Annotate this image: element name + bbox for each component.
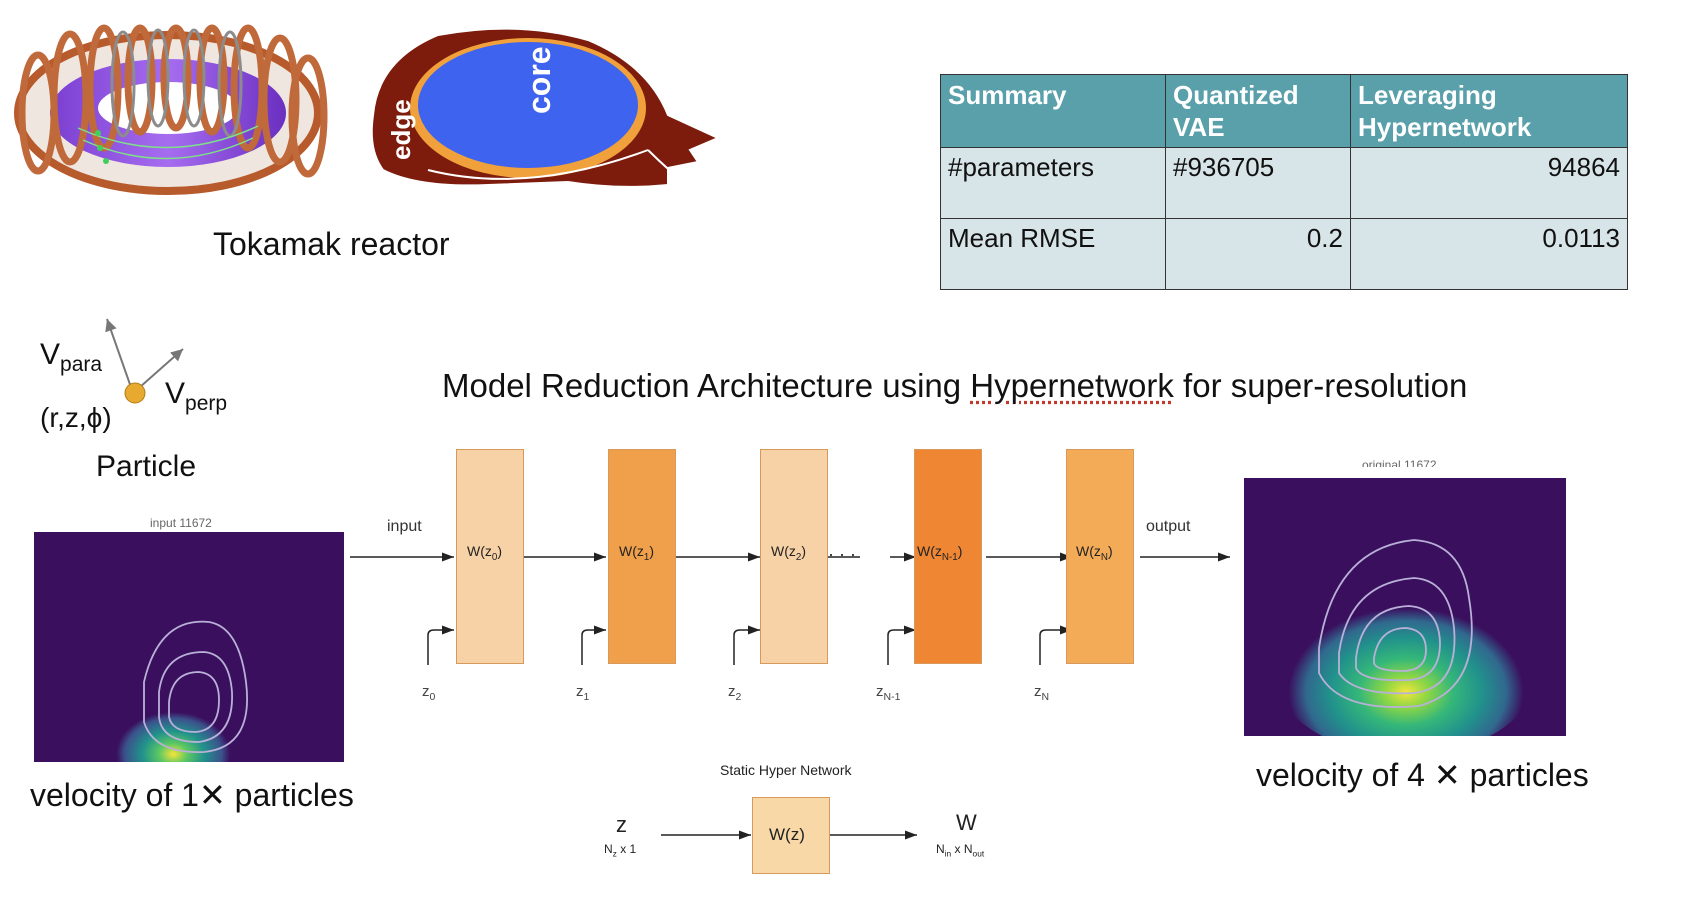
table-header-hypernetwork: Leveraging Hypernetwork xyxy=(1350,74,1628,148)
output-caption: velocity of 4 ✕ particles xyxy=(1256,757,1589,793)
table-cell: 94864 xyxy=(1350,147,1628,219)
static-hyper-arrows xyxy=(661,830,917,840)
input-label: input xyxy=(387,518,422,535)
tokamak-torus-illustration xyxy=(14,24,328,195)
v-para-label: Vpara xyxy=(40,338,103,376)
table-cell: 0.0113 xyxy=(1350,218,1628,290)
tokamak-label: Tokamak reactor xyxy=(213,226,450,262)
table-cell: Mean RMSE xyxy=(940,218,1166,290)
architecture-arrows xyxy=(350,552,1230,665)
static-z-label: z xyxy=(616,812,627,837)
table-header-quantized-vae: Quantized VAE xyxy=(1165,74,1351,148)
w-label-0: W(z0) xyxy=(467,543,503,563)
static-hyper-block-label: W(z) xyxy=(769,825,805,844)
w-label-2: W(z2) xyxy=(771,543,807,563)
w-block-3 xyxy=(914,449,982,664)
w-label-3: W(zN-1) xyxy=(917,543,963,563)
w-block-1 xyxy=(608,449,676,664)
w-block-2 xyxy=(760,449,828,664)
z-label-1: z1 xyxy=(576,683,590,703)
edge-label: edge xyxy=(386,99,416,160)
table-header-summary: Summary xyxy=(940,74,1166,148)
output-image-title: original 11672 xyxy=(1362,458,1437,467)
table-row: Mean RMSE 0.2 0.0113 xyxy=(940,218,1628,290)
table-row: #parameters #936705 94864 xyxy=(940,147,1628,219)
input-caption: velocity of 1✕ particles xyxy=(30,777,354,813)
particle-label: Particle xyxy=(96,450,197,483)
z-label-3: zN-1 xyxy=(876,683,901,703)
output-label: output xyxy=(1146,518,1191,535)
static-z-dim: Nz x 1 xyxy=(604,842,637,859)
input-velocity-heatmap xyxy=(34,532,344,762)
architecture-title: Model Reduction Architecture using Hyper… xyxy=(442,367,1468,404)
z-label-2: z2 xyxy=(728,683,742,703)
z-label-4: zN xyxy=(1034,683,1050,703)
output-velocity-heatmap xyxy=(1244,478,1566,736)
v-perp-label: Vperp xyxy=(165,377,228,415)
edge-core-cross-section: core edge xyxy=(370,27,721,191)
w-block-4 xyxy=(1066,449,1134,664)
static-w-dim: Nin x Nout xyxy=(936,842,985,859)
static-hyper-title: Static Hyper Network xyxy=(720,762,852,778)
static-hyper-block xyxy=(752,797,830,874)
w-block-0 xyxy=(456,449,524,664)
w-label-4: W(zN) xyxy=(1076,543,1113,563)
core-label: core xyxy=(521,46,557,114)
particle-velocity-diagram xyxy=(105,318,184,404)
table-cell: 0.2 xyxy=(1165,218,1351,290)
static-w-label: W xyxy=(956,810,977,835)
summary-table: Summary Quantized VAE Leveraging Hyperne… xyxy=(940,74,1628,290)
table-cell: #936705 xyxy=(1165,147,1351,219)
z-label-0: z0 xyxy=(422,683,436,703)
input-image-title: input 11672 xyxy=(150,516,212,530)
table-cell: #parameters xyxy=(940,147,1166,219)
particle-coords: (r,z,ϕ) xyxy=(40,402,112,433)
w-label-1: W(z1) xyxy=(619,543,655,563)
table-header-row: Summary Quantized VAE Leveraging Hyperne… xyxy=(940,74,1628,148)
dots-label: · · · xyxy=(828,544,856,564)
